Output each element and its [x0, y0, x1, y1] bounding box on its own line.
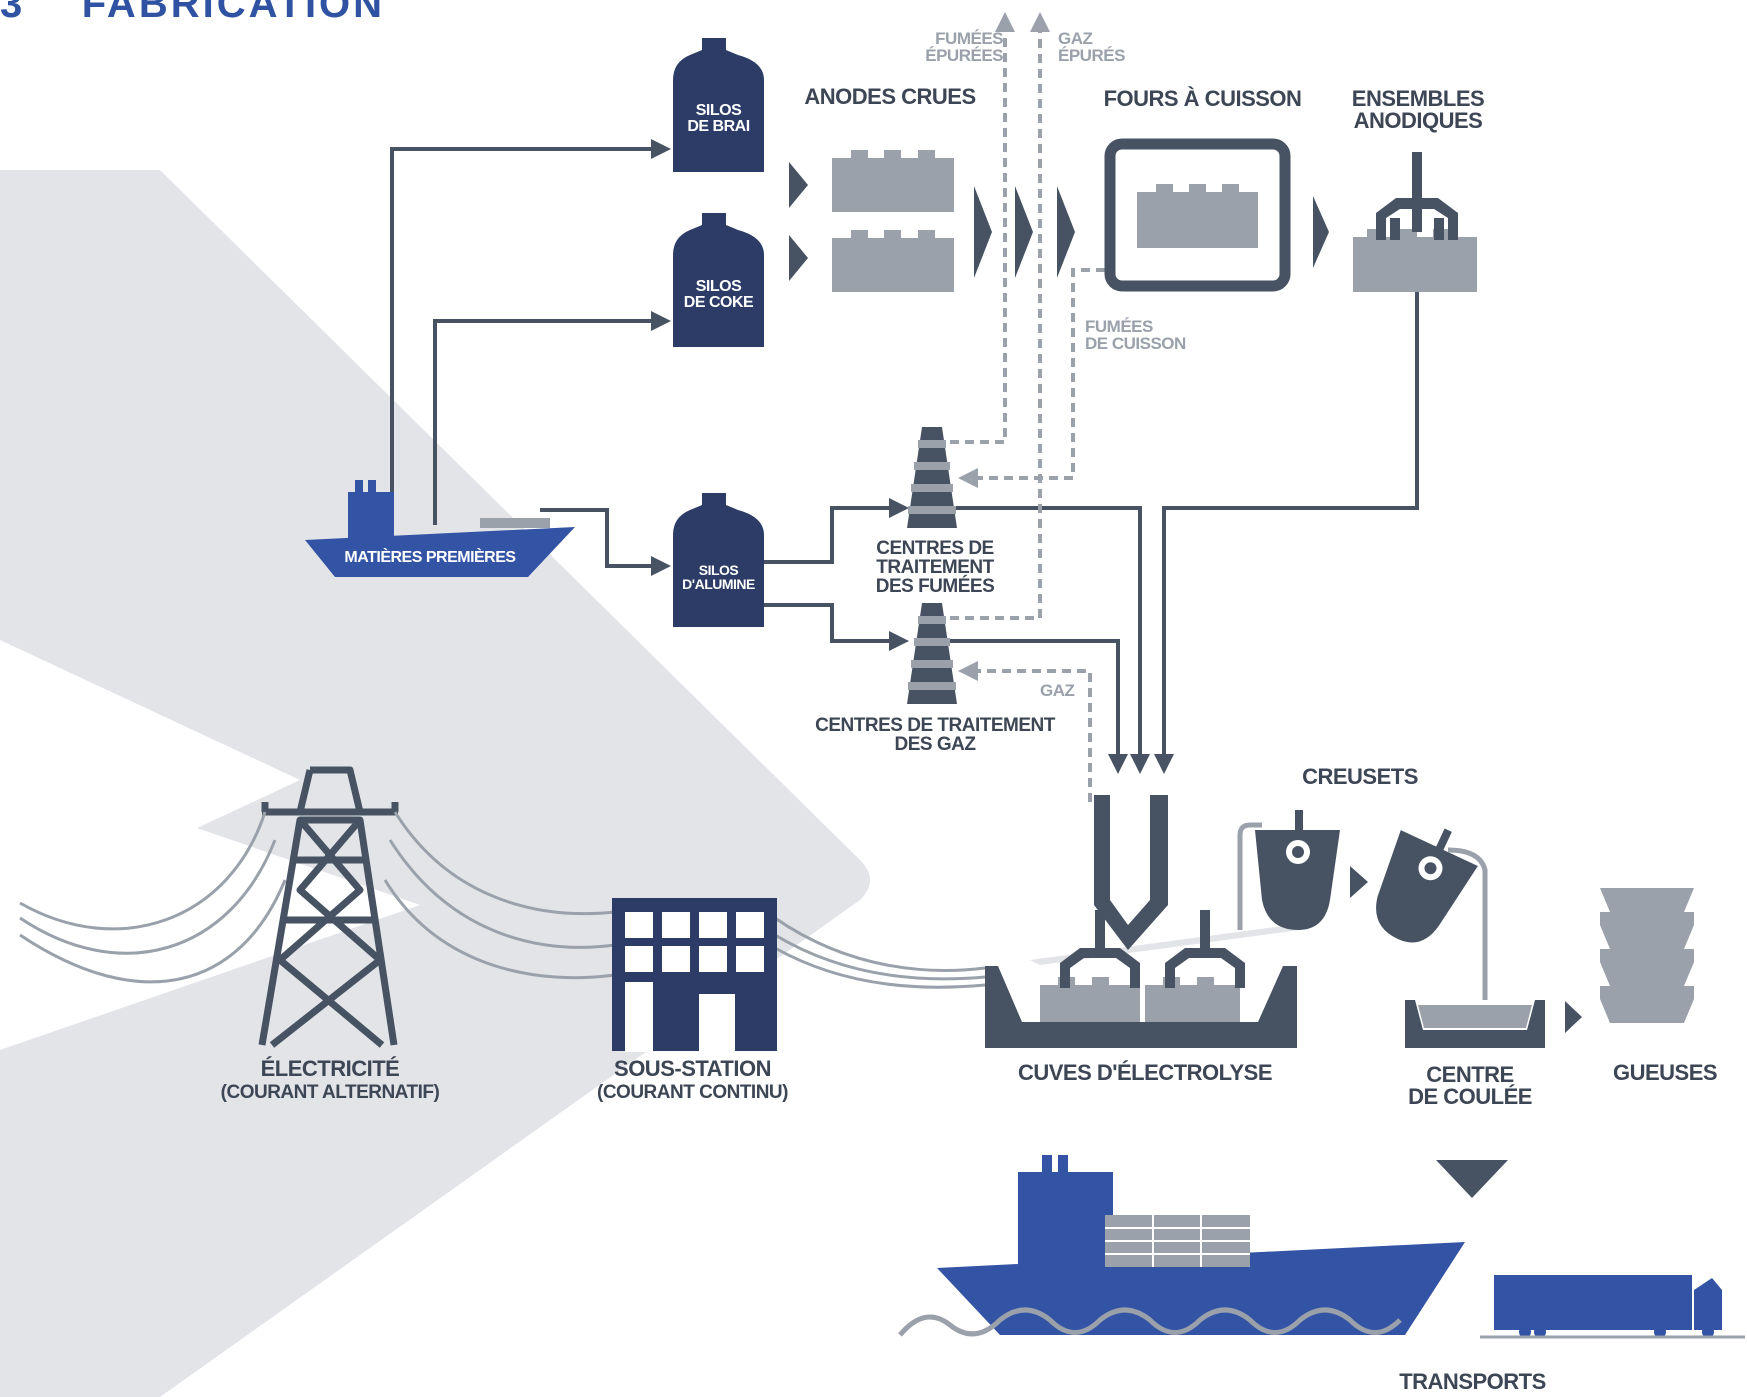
- label-sous-station: SOUS-STATION: [614, 1056, 771, 1081]
- section-title: FABRICATION: [81, 0, 386, 26]
- label-centres-gaz: CENTRES DE TRAITEMENT DES GAZ: [815, 715, 1055, 755]
- raw-materials-ship: [305, 480, 575, 577]
- label-fumees-epurees: FUMÉES ÉPURÉES: [925, 29, 1003, 65]
- flow-lines: [390, 139, 1419, 774]
- silo-coke: [673, 213, 764, 347]
- baking-furnace: [1104, 138, 1291, 292]
- label-silos-coke: SILOS DE COKE: [683, 278, 754, 311]
- process-arrows: [789, 162, 1582, 1198]
- power-lines: [19, 811, 986, 989]
- electricity-pylon: [258, 766, 399, 1048]
- label-silos-brai: SILOS DE BRAI: [687, 102, 750, 135]
- silo-alumine: [673, 493, 764, 627]
- ingots-stack: [1600, 888, 1694, 1023]
- anode-assembly: [1353, 152, 1477, 292]
- gas-treatment-tower: [907, 603, 957, 704]
- label-fours-cuisson: FOURS À CUISSON: [1103, 86, 1302, 111]
- substation-building: [612, 898, 777, 1052]
- label-gaz: GAZ: [1040, 681, 1075, 700]
- label-silos-alumine: SILOS D'ALUMINE: [682, 562, 755, 592]
- section-heading: 3 FABRICATION: [0, 0, 385, 27]
- label-electricite: ÉLECTRICITÉ: [260, 1056, 400, 1081]
- label-cuves: CUVES D'ÉLECTROLYSE: [1017, 1060, 1273, 1085]
- label-gaz-epures: GAZ ÉPURÉS: [1058, 29, 1125, 65]
- label-centres-fumees: CENTRES DE TRAITEMENT DES FUMÉES: [875, 538, 995, 597]
- casting-centre: [1405, 1000, 1545, 1048]
- label-creusets: CREUSETS: [1302, 764, 1418, 789]
- label-anodes-crues: ANODES CRUES: [804, 84, 976, 109]
- label-sous-station-sub: (COURANT CONTINU): [597, 1082, 788, 1103]
- label-transports: TRANSPORTS: [1399, 1369, 1546, 1394]
- label-electricite-sub: (COURANT ALTERNATIF): [220, 1082, 440, 1103]
- label-gueuses: GUEUSES: [1612, 1060, 1718, 1085]
- truck: [1480, 1275, 1745, 1339]
- label-centre-coulee: CENTRE DE COULÉE: [1408, 1062, 1532, 1109]
- label-matieres-premieres: MATIÈRES PREMIÈRES: [344, 549, 516, 566]
- section-number: 3: [0, 0, 26, 26]
- electrolysis-cell: [985, 795, 1300, 1048]
- raw-anodes: [832, 150, 954, 292]
- crucibles: [1237, 810, 1488, 1000]
- cargo-ship: [898, 1155, 1465, 1337]
- label-ensembles-anodiques: ENSEMBLES ANODIQUES: [1351, 86, 1485, 133]
- label-fumees-cuisson: FUMÉES DE CUISSON: [1085, 317, 1186, 353]
- background-chevrons: [0, 170, 870, 1397]
- fume-treatment-tower: [907, 427, 957, 528]
- silo-brai: [673, 38, 764, 172]
